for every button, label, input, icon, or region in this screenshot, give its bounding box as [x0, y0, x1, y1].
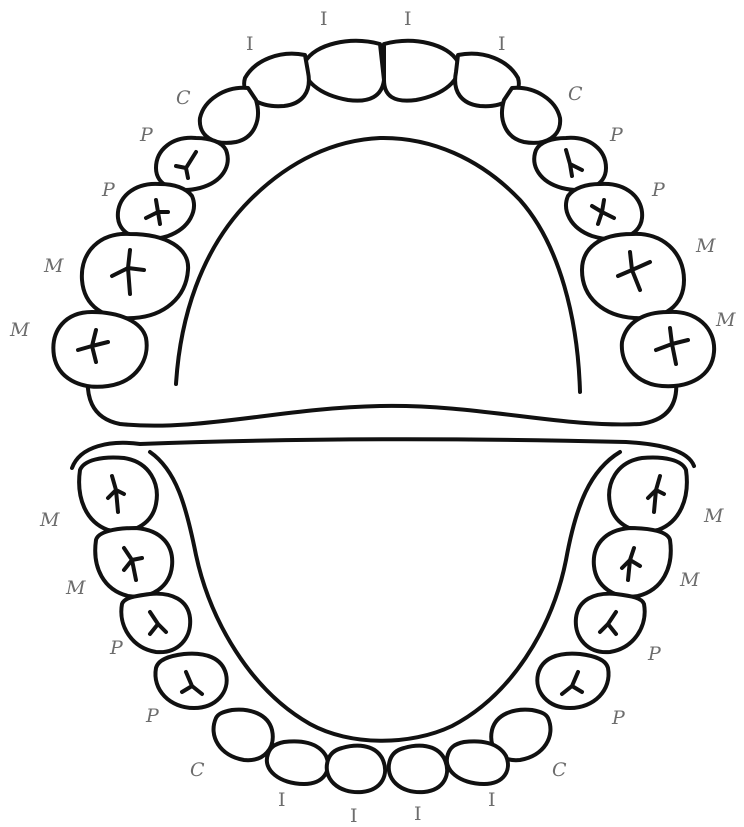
label-upper-molar: M	[715, 309, 736, 331]
label-upper-canine: C	[176, 87, 191, 109]
label-upper-molar: M	[9, 319, 30, 341]
upper-canine-right	[502, 88, 560, 143]
label-upper-premolar: P	[139, 124, 154, 146]
label-lower-canine: C	[190, 759, 205, 781]
label-lower-molar: M	[703, 505, 724, 527]
label-upper-premolar: P	[101, 179, 116, 201]
label-lower-premolar: P	[611, 707, 626, 729]
label-upper-incisor: I	[498, 33, 506, 55]
label-upper-molar: M	[43, 255, 64, 277]
label-lower-molar: M	[679, 569, 700, 591]
lower-central-incisor-right	[389, 746, 447, 792]
lower-second-molar-right	[609, 458, 687, 532]
upper-canine-left	[200, 88, 258, 143]
upper-arch	[53, 41, 714, 426]
upper-central-incisor-left	[304, 41, 384, 101]
label-upper-canine: C	[568, 83, 583, 105]
label-upper-incisor: I	[404, 8, 412, 30]
lower-arch	[72, 439, 694, 792]
lower-canine-left	[214, 710, 273, 761]
upper-second-molar-left	[53, 312, 146, 387]
tooth-labels: I I I I C C P P P P M M M M M M M M P P …	[9, 8, 736, 827]
upper-first-molar-left	[82, 234, 188, 318]
label-lower-incisor: I	[278, 789, 286, 811]
label-lower-premolar: P	[109, 637, 124, 659]
label-lower-canine: C	[552, 759, 567, 781]
label-upper-incisor: I	[246, 33, 254, 55]
label-upper-premolar: P	[609, 124, 624, 146]
lower-lateral-incisor-right	[447, 741, 508, 784]
label-lower-incisor: I	[350, 805, 358, 827]
upper-first-premolar-left	[156, 138, 228, 190]
label-lower-molar: M	[65, 577, 86, 599]
lower-lateral-incisor-left	[267, 741, 328, 784]
upper-second-molar-right	[622, 312, 714, 386]
label-lower-premolar: P	[145, 705, 160, 727]
label-lower-molar: M	[39, 509, 60, 531]
label-lower-incisor: I	[488, 789, 496, 811]
upper-central-incisor-right	[384, 41, 459, 101]
upper-palate-outline	[176, 138, 580, 392]
label-lower-premolar: P	[647, 643, 662, 665]
label-upper-molar: M	[695, 235, 716, 257]
label-upper-premolar: P	[651, 179, 666, 201]
lower-central-incisor-left	[327, 746, 385, 792]
label-upper-incisor: I	[320, 8, 328, 30]
label-lower-incisor: I	[414, 803, 422, 825]
